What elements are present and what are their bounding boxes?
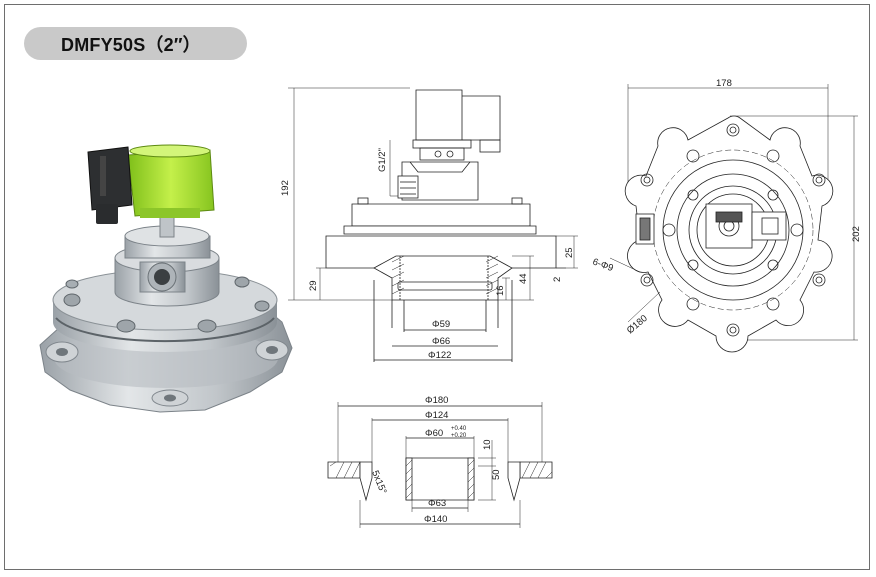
front-view-drawing bbox=[288, 87, 578, 362]
dim-phi124: Φ124 bbox=[425, 410, 448, 421]
dim-phi59: Φ59 bbox=[432, 319, 450, 330]
dim-44: 44 bbox=[518, 273, 529, 284]
top-view-drawing bbox=[609, 84, 858, 353]
model-title: DMFY50S（2″） bbox=[61, 34, 201, 55]
dim-2: 2 bbox=[552, 277, 563, 282]
dim-16: 16 bbox=[495, 285, 506, 296]
model-title-badge: DMFY50S（2″） bbox=[24, 27, 247, 60]
dim-50: 50 bbox=[491, 469, 502, 480]
valve-photo bbox=[39, 144, 293, 413]
dim-phi66: Φ66 bbox=[432, 336, 450, 347]
dim-phi63: Φ63 bbox=[428, 498, 446, 509]
dim-chamfer: 5x15° bbox=[369, 469, 388, 496]
dim-phi60: Φ60 bbox=[425, 428, 443, 439]
dim-10: 10 bbox=[482, 439, 493, 450]
tol-upper: +0.40 bbox=[451, 426, 467, 432]
dim-25: 25 bbox=[564, 247, 575, 258]
dim-phi122: Φ122 bbox=[428, 350, 451, 361]
bolt-holes bbox=[640, 123, 826, 337]
dim-178: 178 bbox=[716, 78, 732, 89]
outer-frame bbox=[4, 4, 870, 570]
tol-lower: +0.20 bbox=[451, 433, 467, 439]
dim-29: 29 bbox=[308, 280, 319, 291]
dim-thread: G1/2" bbox=[377, 148, 388, 172]
dim-phi180: Φ180 bbox=[425, 395, 448, 406]
flange-section-drawing bbox=[327, 402, 553, 528]
dim-pcd: Ø180 bbox=[625, 313, 650, 336]
dim-phi140: Φ140 bbox=[424, 514, 447, 525]
dim-202: 202 bbox=[851, 226, 862, 242]
dim-holes: 6-Φ9 bbox=[591, 256, 615, 274]
dim-192: 192 bbox=[280, 180, 291, 196]
